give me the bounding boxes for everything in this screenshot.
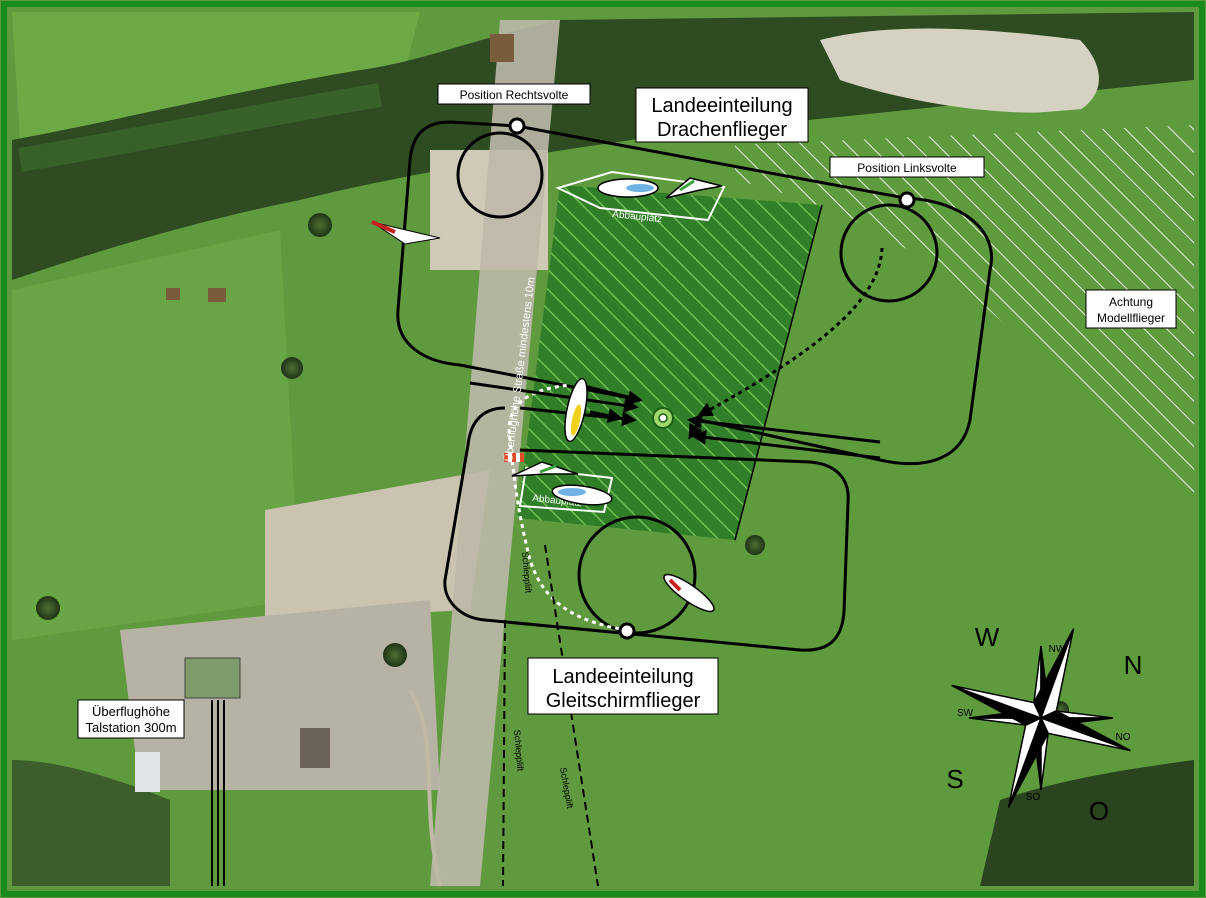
position-right-text: Position Rechtsvolte	[460, 88, 569, 102]
pack-area-top-label: Abbauplatz	[612, 209, 663, 225]
pack-area-top: Abbauplatz	[555, 170, 726, 225]
compass-southwest: SW	[957, 708, 974, 719]
compass-northeast: NO	[1116, 732, 1131, 743]
compass-east: O	[1089, 796, 1109, 826]
label-valley-overflight: Überflughöhe Talstation 300m	[77, 699, 185, 739]
para-title-line-1: Landeeinteilung	[552, 666, 693, 688]
compass-rose: N S W O NW SW NO SO	[946, 622, 1143, 826]
compass-north: N	[1124, 650, 1143, 680]
tow-lift-label-1: Schlepplift	[520, 551, 534, 594]
tow-lift-label-2: Schlepplift	[512, 729, 526, 772]
hang-title-line-2: Drachenflieger	[657, 119, 787, 141]
model-warning-line-2: Modellflieger	[1097, 311, 1165, 325]
model-warning-line-1: Achtung	[1109, 295, 1153, 309]
windsock-icon	[504, 453, 524, 462]
label-position-right: Position Rechtsvolte	[437, 83, 591, 105]
paraglider-circuit	[443, 383, 850, 652]
right-circuit-position-marker	[508, 117, 526, 135]
compass-southeast: SO	[1026, 792, 1041, 803]
label-hang-glider-title: Landeeinteilung Drachenflieger	[635, 87, 809, 143]
valley-overflight-line-1: Überflughöhe	[92, 704, 170, 719]
position-left-text: Position Linksvolte	[857, 161, 957, 175]
pack-area-bottom: Abbauplatz	[511, 461, 614, 514]
paraglider-holding-circle	[577, 515, 697, 635]
model-flying-area	[735, 125, 1194, 510]
para-title-line-2: Gleitschirmflieger	[546, 690, 701, 712]
label-model-warning: Achtung Modellflieger	[1085, 289, 1177, 329]
label-paraglider-title: Landeeinteilung Gleitschirmflieger	[527, 657, 719, 715]
compass-major-points	[951, 628, 1131, 808]
paraglider-position-marker	[618, 622, 636, 640]
label-position-left: Position Linksvolte	[829, 156, 985, 178]
landing-target	[652, 407, 674, 429]
landing-zone-edge	[734, 204, 823, 541]
compass-northwest: NW	[1049, 644, 1066, 655]
right-circuit-holding-circle	[456, 131, 544, 219]
compass-south: S	[946, 764, 963, 794]
landing-zone	[517, 185, 822, 540]
left-circuit-position-marker	[898, 191, 916, 209]
hang-title-line-1: Landeeinteilung	[651, 95, 792, 117]
valley-overflight-line-2: Talstation 300m	[85, 720, 176, 735]
hang-glider-circuit	[396, 117, 993, 466]
compass-west: W	[975, 622, 1000, 652]
left-circuit-holding-circle	[839, 203, 939, 303]
